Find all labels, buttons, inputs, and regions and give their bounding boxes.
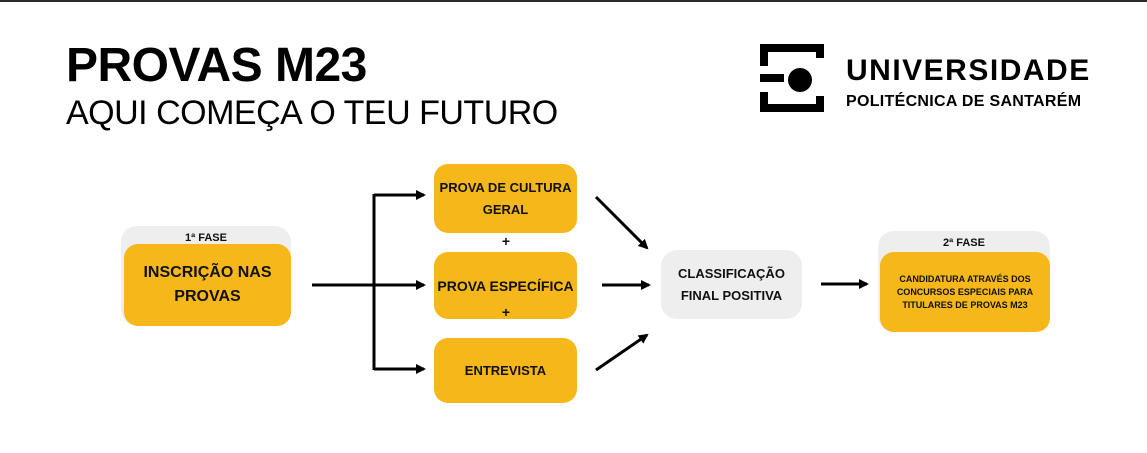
plus-sign: + [501, 233, 511, 249]
phase1-label: 1ª FASE [185, 232, 227, 244]
candidatura-box: CANDIDATURA ATRAVÉS DOS CONCURSOS ESPECI… [880, 252, 1050, 332]
prova-cultura-geral-box: PROVA DE CULTURA GERAL [434, 164, 577, 233]
classificacao-final-box: CLASSIFICAÇÃO FINAL POSITIVA [661, 250, 802, 319]
top-border-line [0, 0, 1147, 2]
arrow-cultura-to-result [594, 195, 649, 250]
inscricao-box: INSCRIÇÃO NAS PROVAS [124, 244, 291, 326]
logo-name: UNIVERSIDADE [846, 54, 1091, 87]
prova-especifica-box: PROVA ESPECÍFICA [434, 252, 577, 319]
entrevista-box: ENTREVISTA [434, 338, 577, 403]
phase2-label: 2ª FASE [943, 237, 985, 249]
page-title: PROVAS M23 [66, 39, 367, 92]
page-subtitle: AQUI COMEÇA O TEU FUTURO [66, 94, 558, 132]
university-logo: UNIVERSIDADE POLITÉCNICA DE SANTARÉM [760, 44, 1100, 116]
plus-sign: + [501, 304, 511, 320]
logo-subname: POLITÉCNICA DE SANTARÉM [846, 93, 1082, 110]
arrow-entrevista-to-result [595, 333, 649, 372]
university-emblem-icon [760, 44, 824, 112]
